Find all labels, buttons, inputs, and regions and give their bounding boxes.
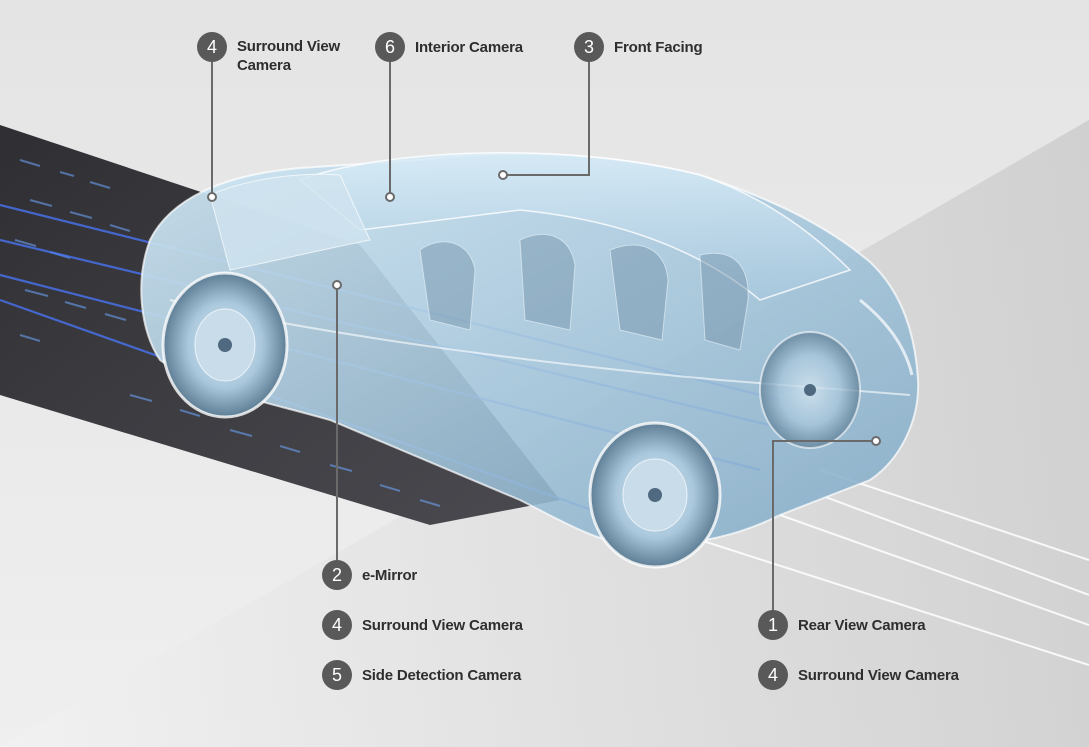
rear-far-wheel: [759, 331, 861, 449]
callout-label: e-Mirror: [362, 567, 418, 584]
callout-surround-view-right: 4 Surround View Camera: [758, 660, 959, 690]
callout-surround-view-top: 4 Surround View Camera: [197, 32, 357, 75]
number-badge: 3: [574, 32, 604, 62]
number-badge: 6: [375, 32, 405, 62]
anchor-dots: [207, 170, 881, 446]
front-wheel: [161, 271, 289, 419]
white-beams: [699, 469, 1089, 666]
callout-label: Surround View Camera: [237, 38, 340, 74]
number-badge: 5: [322, 660, 352, 690]
callout-label: Surround View Camera: [362, 617, 523, 634]
number-badge: 2: [322, 560, 352, 590]
callout-e-mirror: 2 e-Mirror: [322, 560, 417, 590]
number-badge: 4: [322, 610, 352, 640]
callout-rear-view: 1 Rear View Camera: [758, 610, 926, 640]
callout-label: Front Facing: [614, 39, 703, 56]
rear-wheel: [588, 421, 722, 569]
callout-label: Surround View Camera: [798, 667, 959, 684]
callout-side-detection: 5 Side Detection Camera: [322, 660, 521, 690]
number-badge: 4: [197, 32, 227, 62]
callout-label: Side Detection Camera: [362, 667, 522, 684]
callout-surround-view-left: 4 Surround View Camera: [322, 610, 523, 640]
number-badge: 1: [758, 610, 788, 640]
callout-front-facing: 3 Front Facing: [574, 32, 703, 62]
callout-label: Interior Camera: [415, 39, 523, 56]
number-badge: 4: [758, 660, 788, 690]
callout-interior-camera: 6 Interior Camera: [375, 32, 523, 62]
callout-label: Rear View Camera: [798, 617, 926, 634]
leader-lines: [211, 60, 876, 612]
